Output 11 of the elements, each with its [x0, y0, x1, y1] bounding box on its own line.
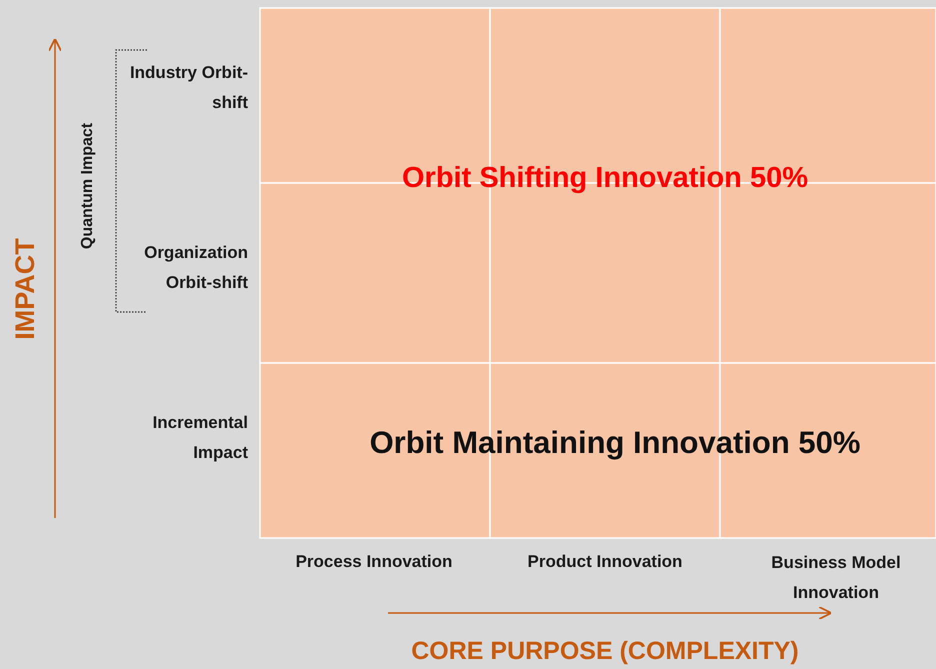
row-label: Incremental Impact [152, 412, 248, 464]
row-label: Organization Orbit-shift [143, 242, 248, 294]
bracket-label: Quantum Impact [78, 122, 97, 252]
row-label: Industry Orbit-shift [128, 62, 248, 114]
region-label: Orbit Maintaining Innovation 50% [368, 424, 862, 462]
region-label: Orbit Shifting Innovation 50% [401, 161, 809, 196]
column-label: Process Innovation [294, 551, 454, 573]
column-label: Business Model Innovation [770, 552, 902, 604]
axis-title: IMPACT [9, 237, 41, 342]
axis-title: CORE PURPOSE (COMPLEXITY) [410, 636, 800, 667]
column-label: Product Innovation [526, 551, 684, 573]
